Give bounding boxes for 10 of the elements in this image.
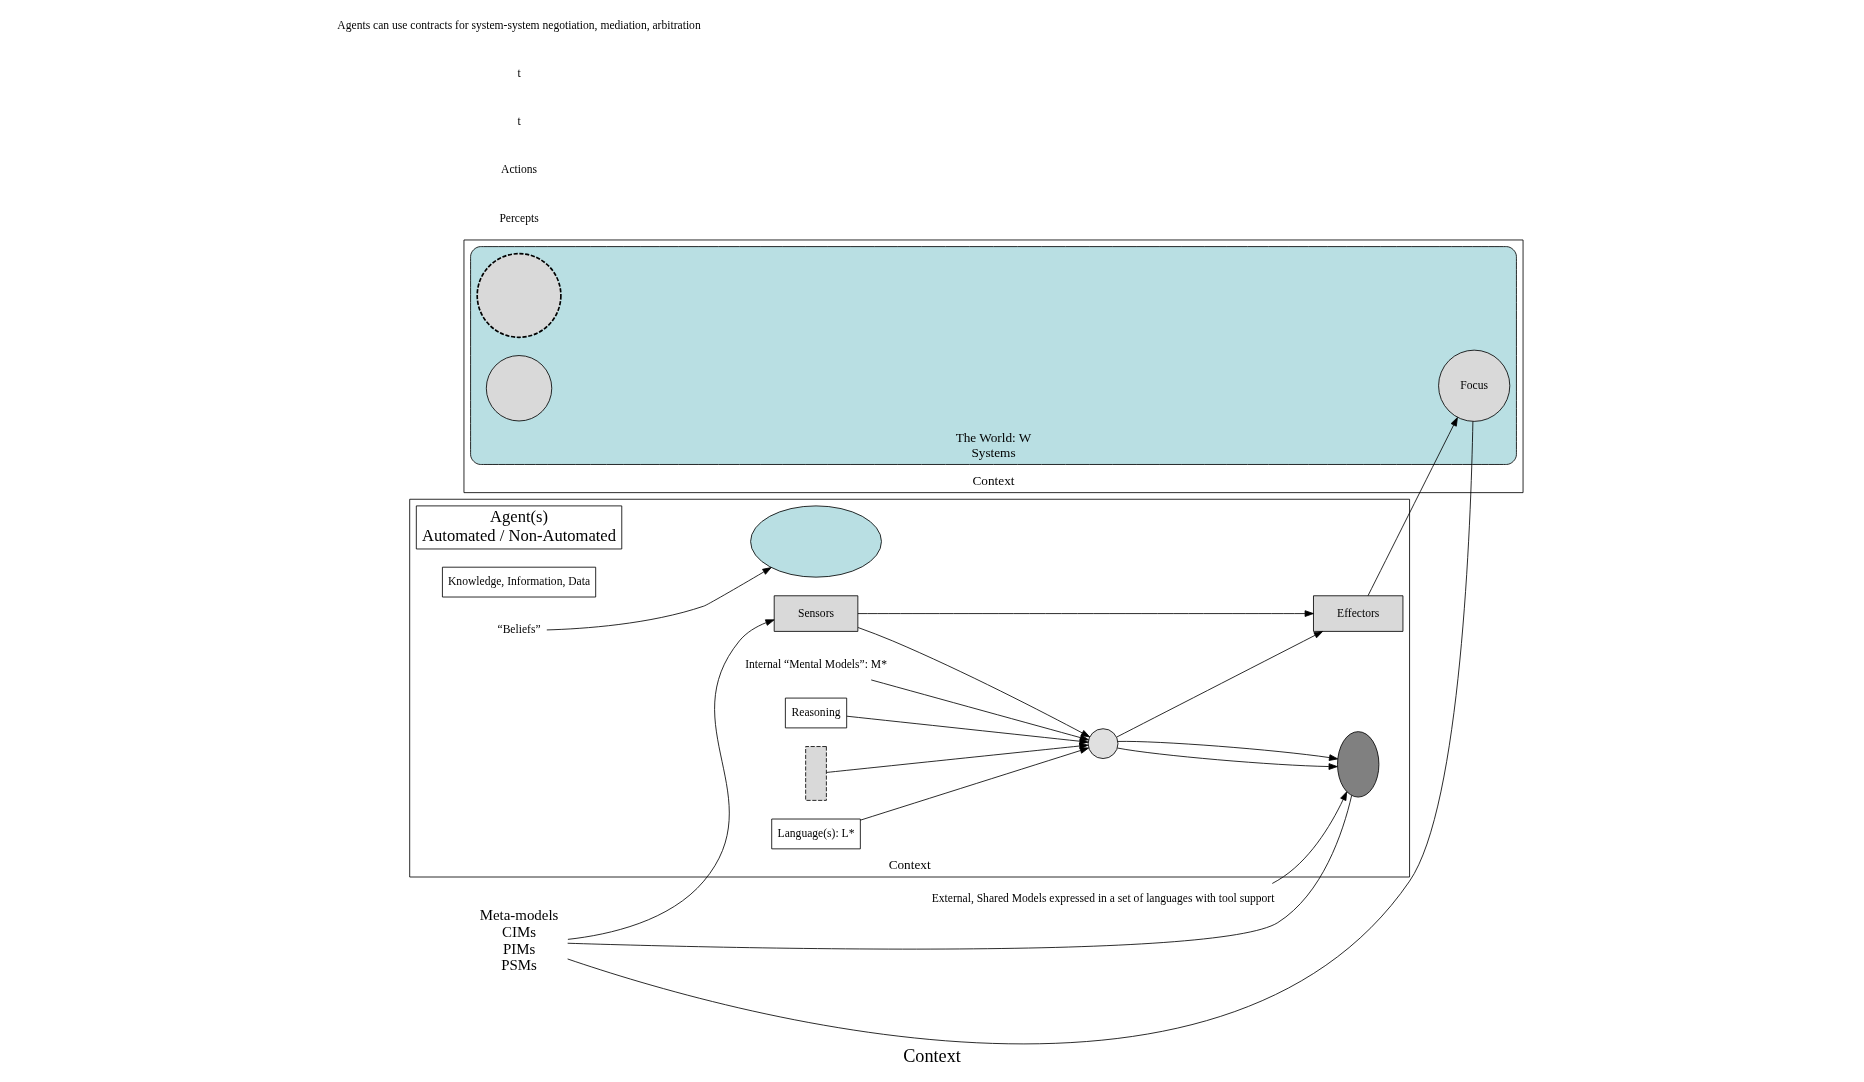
- label: Percepts: [499, 211, 539, 225]
- label: Agents can use contracts for system-system negotiation, mediation, arbitration: [337, 19, 701, 33]
- node-text: “Beliefs”: [497, 623, 541, 637]
- label: t: [517, 67, 521, 81]
- node-text: Meta-models CIMs PIMs PSMs: [479, 907, 559, 974]
- node-text: Internal “Mental Models”: M*: [745, 658, 887, 672]
- caption: Context: [903, 1046, 961, 1067]
- label: t: [517, 115, 521, 129]
- node-text: External, Shared Models expressed in a set of languages with tool support: [931, 891, 1275, 905]
- label: Actions: [501, 163, 538, 177]
